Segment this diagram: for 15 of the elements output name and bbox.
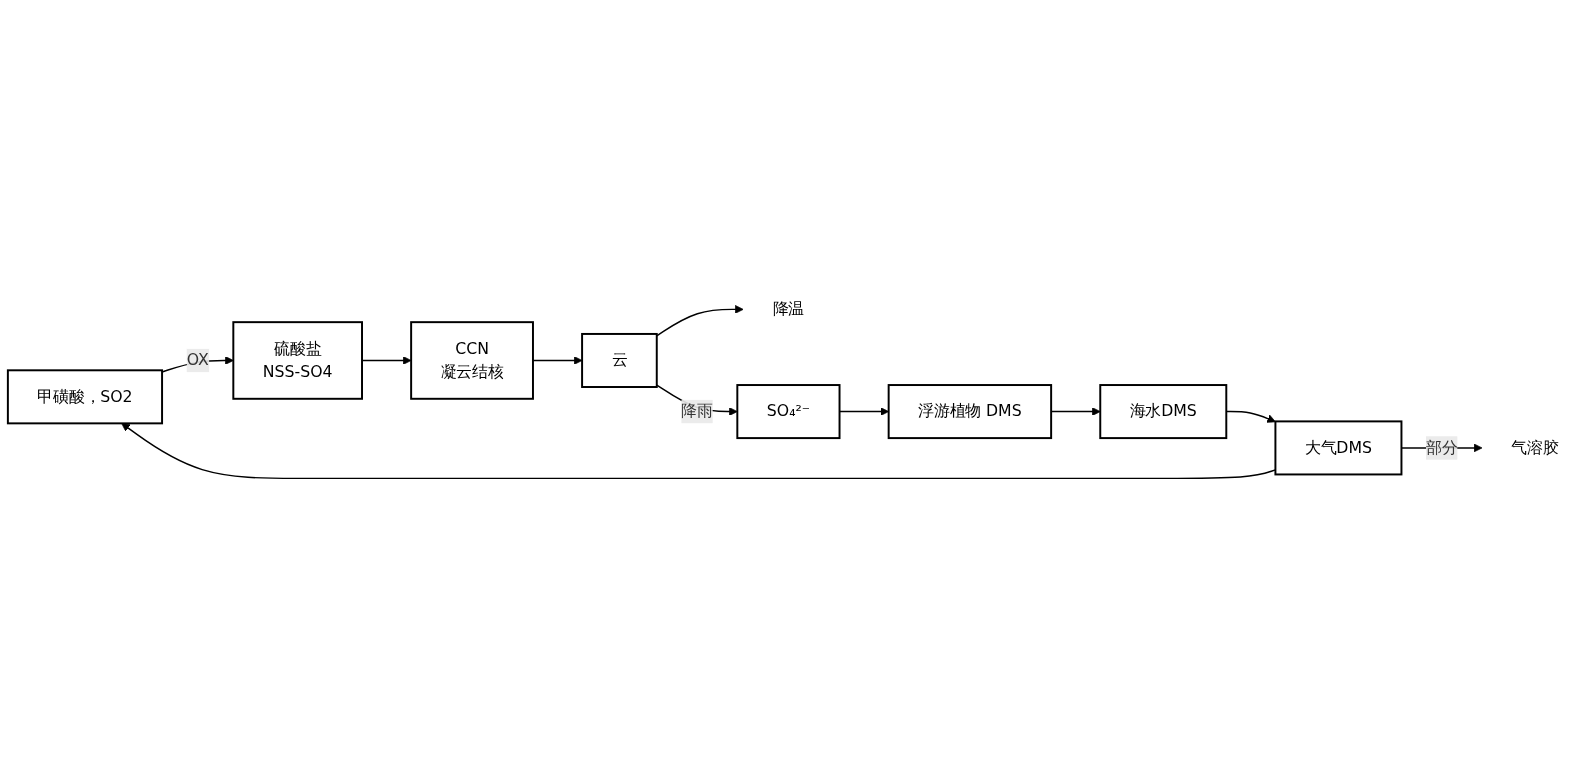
node-box: 大气DMS bbox=[1274, 420, 1403, 476]
node-text: 降温 bbox=[772, 299, 805, 319]
node-box: 云 bbox=[581, 333, 658, 389]
arrow bbox=[656, 305, 744, 337]
node-box: 甲磺酸，SO2 bbox=[6, 369, 164, 425]
node-box: 浮游植物 DMS bbox=[887, 384, 1053, 440]
node-box: 海水DMS bbox=[1099, 384, 1228, 440]
node-box: SO₄²⁻ bbox=[736, 384, 841, 440]
edge-label: 降雨 bbox=[681, 402, 713, 421]
edge-label: 部分 bbox=[1426, 438, 1458, 458]
edge-label: OX bbox=[186, 351, 209, 370]
arrow bbox=[532, 356, 583, 366]
node-text: 气溶胶 bbox=[1511, 438, 1559, 458]
node-box: CCN 凝云结核 bbox=[410, 321, 534, 401]
node-box: 硫酸盐 NSS-SO4 bbox=[232, 321, 363, 401]
